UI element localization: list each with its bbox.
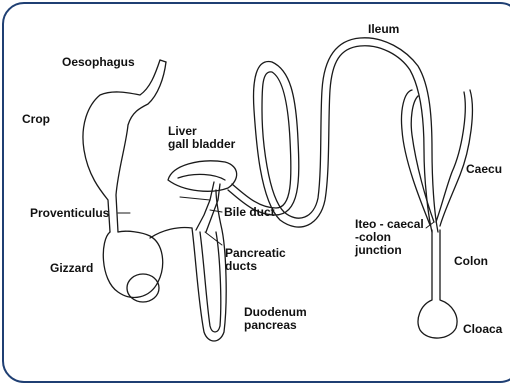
caeca-colon: [401, 90, 472, 338]
ileum-coils: [228, 38, 438, 232]
label-ileum: Ileum: [368, 23, 399, 36]
label-oesophagus: Oesophagus: [62, 56, 135, 69]
label-iteo-caecal-colon-junction: Iteo - caecal -colon junction: [355, 218, 424, 257]
liver-shape: [168, 161, 237, 232]
label-colon: Colon: [454, 255, 488, 268]
label-liver-gall-bladder: Liver gall bladder: [168, 125, 235, 151]
label-pancreatic-ducts: Pancreatic ducts: [225, 247, 286, 273]
label-bile-duct: Bile duct: [224, 206, 275, 219]
label-crop: Crop: [22, 113, 50, 126]
duodenum-loop: [192, 190, 226, 341]
label-proventiculus: Proventiculus: [30, 207, 109, 220]
label-duodenum-pancreas: Duodenum pancreas: [244, 306, 307, 332]
label-gizzard: Gizzard: [50, 262, 93, 275]
gizzard-shape: [103, 227, 192, 302]
label-caecum: Caecu: [466, 163, 502, 176]
label-cloaca: Cloaca: [463, 323, 502, 336]
